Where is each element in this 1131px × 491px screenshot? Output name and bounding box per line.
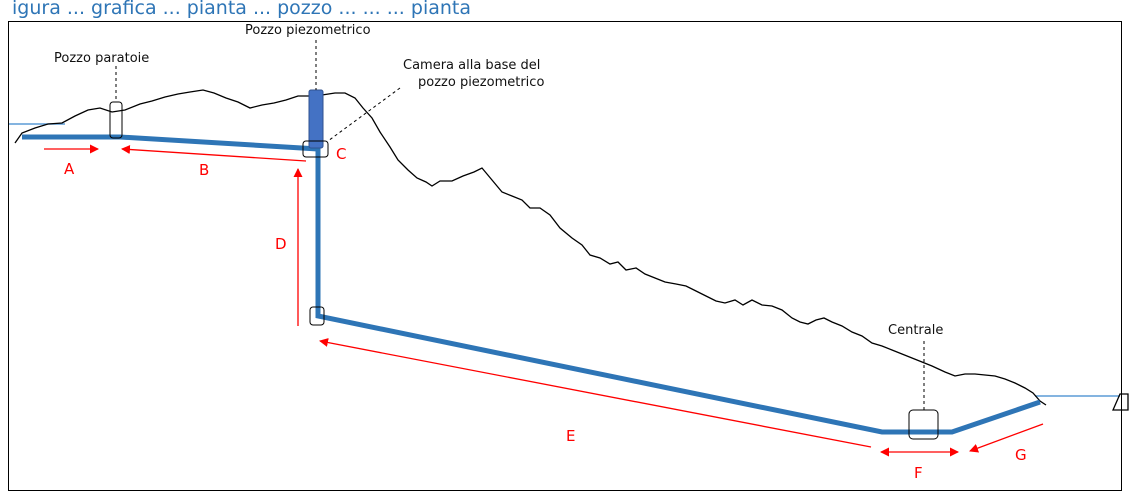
label-chamber-line1: Camera alla base del xyxy=(403,58,540,73)
arrow-segment-b xyxy=(121,145,307,162)
figure-caption: igura ... grafica ... pianta ... pozzo .… xyxy=(12,0,472,19)
segment-label-g: G xyxy=(1015,446,1027,464)
arrow-segment-e xyxy=(319,338,872,448)
chamber-box xyxy=(302,140,329,158)
terrain-profile xyxy=(14,89,1047,406)
segment-label-c: C xyxy=(336,145,346,163)
label-power-station: Centrale xyxy=(888,323,943,338)
outlet-structure xyxy=(1112,393,1129,411)
segment-label-e: E xyxy=(566,427,575,445)
label-chamber-line2: pozzo piezometrico xyxy=(418,75,544,90)
segment-label-f: F xyxy=(914,464,923,482)
bend-box xyxy=(309,306,325,326)
leader-chamber xyxy=(327,87,401,142)
label-gate-shaft: Pozzo paratoie xyxy=(54,51,149,66)
segment-label-b: B xyxy=(199,161,209,179)
segment-label-d: D xyxy=(275,235,287,253)
frame-border xyxy=(8,21,1122,491)
piezometric-shaft xyxy=(308,89,324,149)
segment-label-a: A xyxy=(64,160,75,178)
arrow-segment-g xyxy=(969,423,1044,453)
gate-shaft-box xyxy=(109,101,123,139)
label-piezometric-shaft: Pozzo piezometrico xyxy=(245,23,371,38)
power-station-box xyxy=(908,409,939,440)
pipeline xyxy=(22,134,1041,435)
